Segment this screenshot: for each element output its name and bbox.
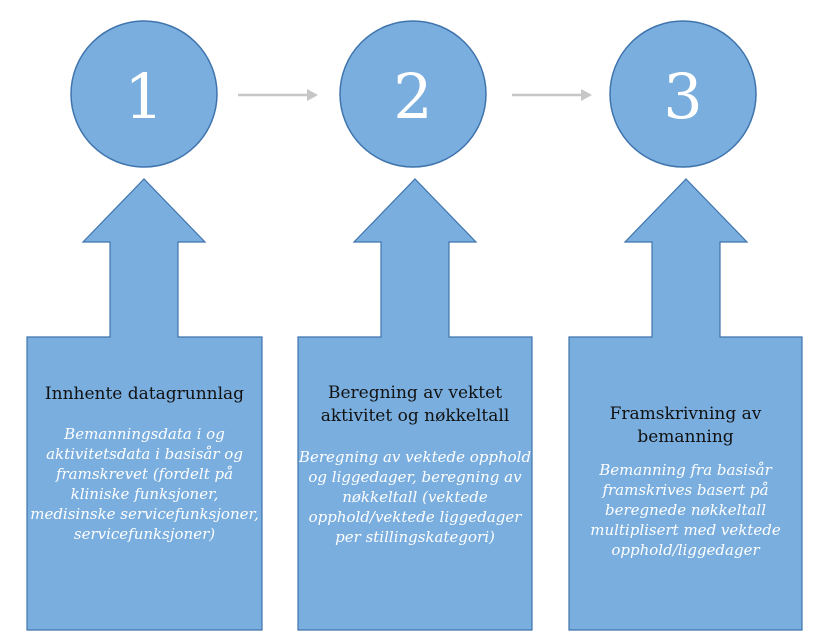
connector-arrow-1-2 xyxy=(238,89,318,101)
step-2-number: 2 xyxy=(393,60,432,133)
step-2-circle xyxy=(339,20,487,168)
step-1-number: 1 xyxy=(124,60,163,133)
step-1-text: Innhente datagrunnlag Bemanningsdata i o… xyxy=(27,383,262,544)
step-3-up-arrow xyxy=(568,178,803,631)
step-3-description: Bemanning fra basisår framskrives basert… xyxy=(590,461,781,559)
step-1-circle xyxy=(70,20,218,168)
step-3-text: Framskrivning av bemanning Bemanning fra… xyxy=(569,403,802,560)
step-2-title: Beregning av vektet aktivitet og nøkkelt… xyxy=(320,383,510,426)
step-1-up-arrow xyxy=(26,178,263,631)
step-3-circle xyxy=(609,20,757,168)
step-2-up-arrow xyxy=(297,178,533,631)
step-3-number: 3 xyxy=(663,60,702,133)
step-1-description: Bemanningsdata i og aktivitetsdata i bas… xyxy=(30,425,259,543)
step-1-title: Innhente datagrunnlag xyxy=(44,384,245,404)
step-2-text: Beregning av vektet aktivitet og nøkkelt… xyxy=(298,382,532,547)
step-2-description: Beregning av vektede opphold og liggedag… xyxy=(298,448,532,546)
step-3-title: Framskrivning av bemanning xyxy=(609,404,762,447)
connector-arrow-2-3 xyxy=(512,89,592,101)
